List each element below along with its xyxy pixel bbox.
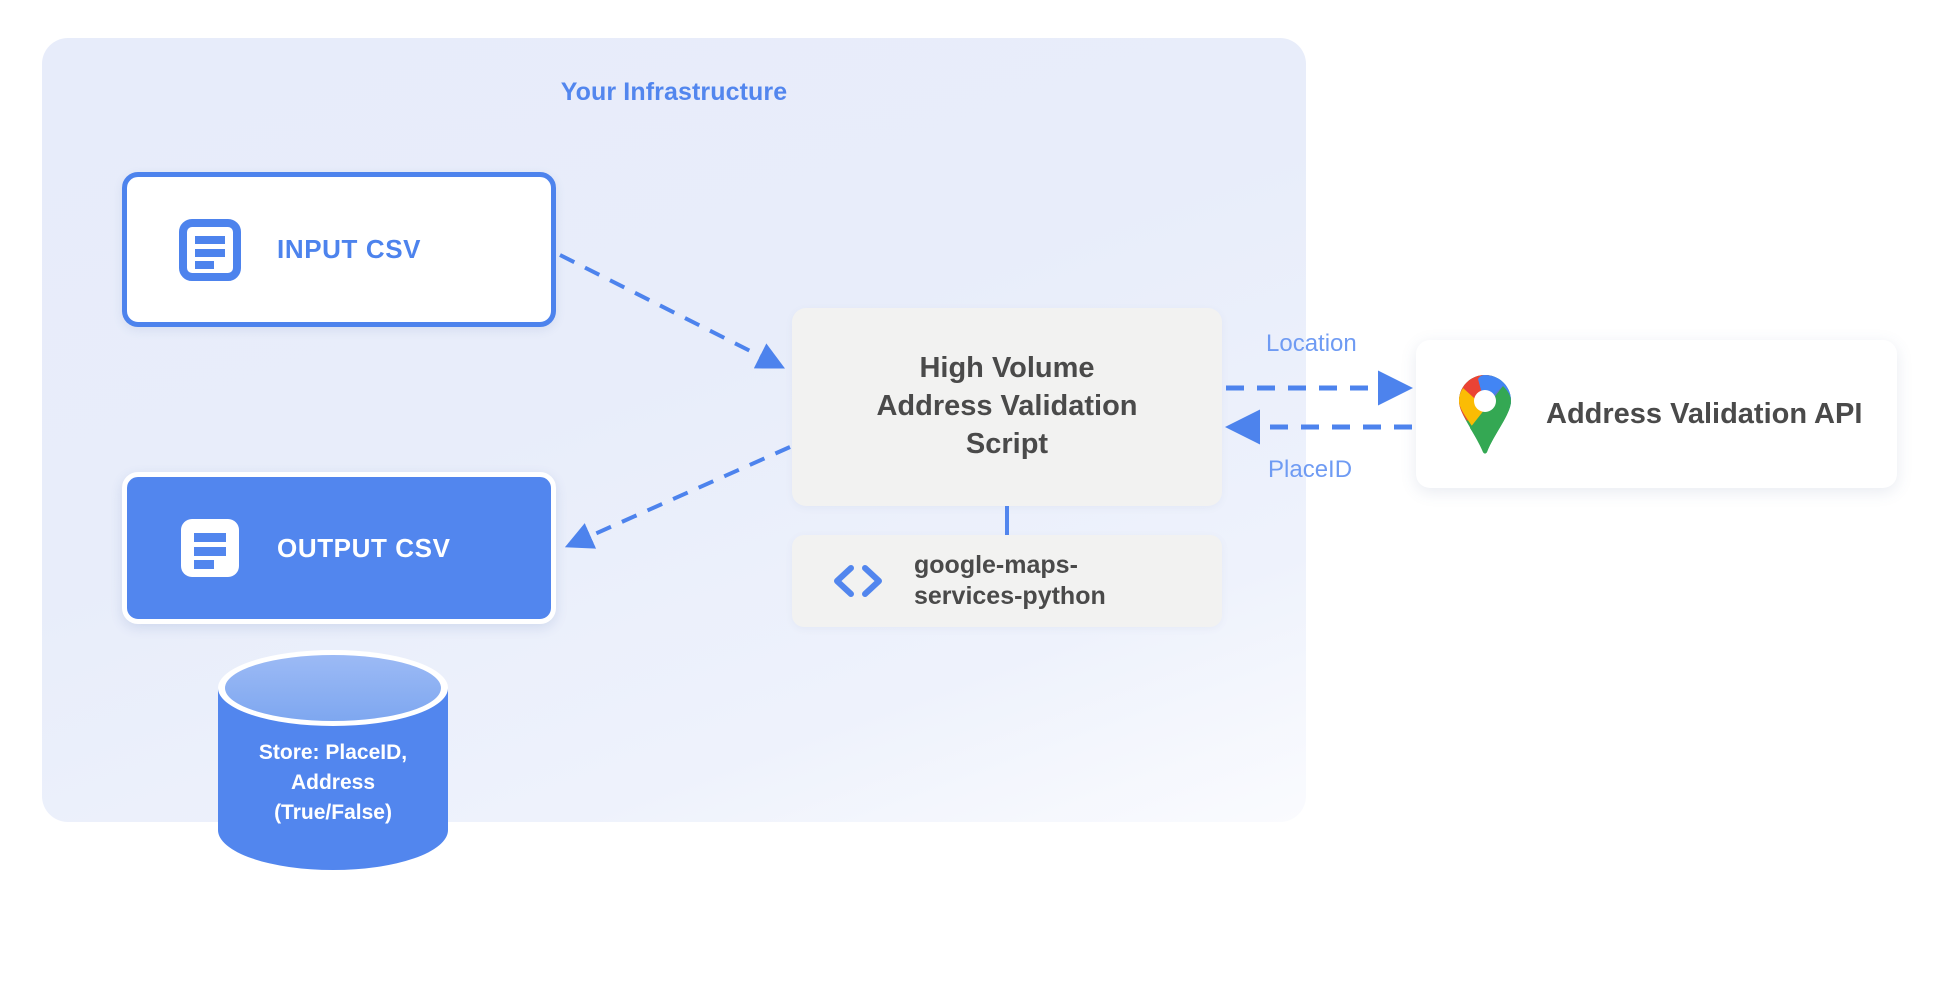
script-line-3: Script [965,427,1049,460]
node-google-maps-services-python[interactable]: google-maps- services-python [792,535,1222,627]
edge-label-placeid: PlaceID [1268,456,1353,483]
node-label: google-maps- services-python [914,550,1106,613]
node-database-store[interactable]: Store: PlaceID, Address (True/False) [212,648,454,870]
panel-title: Your Infrastructure [560,78,788,106]
node-label: OUTPUT CSV [277,532,451,563]
node-input-csv[interactable]: INPUT CSV [122,172,556,327]
google-maps-pin-icon [1454,374,1516,454]
script-line-1: High Volume [919,352,1095,385]
script-line-2: Address Validation [876,390,1138,423]
node-output-csv[interactable]: OUTPUT CSV [122,472,556,624]
node-address-validation-api[interactable]: Address Validation API [1416,340,1897,488]
node-validation-script[interactable]: High Volume Address Validation Script [792,308,1222,506]
code-brackets-icon [830,562,886,600]
library-line-1: google-maps- [914,550,1078,579]
edge-label-location: Location [1266,330,1357,357]
node-title: High Volume Address Validation Script [876,350,1137,463]
node-label: INPUT CSV [277,234,422,264]
document-icon [179,517,241,579]
library-line-2: services-python [914,582,1106,610]
document-icon [179,218,241,281]
node-label: Address Validation API [1546,397,1863,430]
edge-script-to-library [1005,506,1009,536]
database-cylinder-icon [218,650,448,870]
